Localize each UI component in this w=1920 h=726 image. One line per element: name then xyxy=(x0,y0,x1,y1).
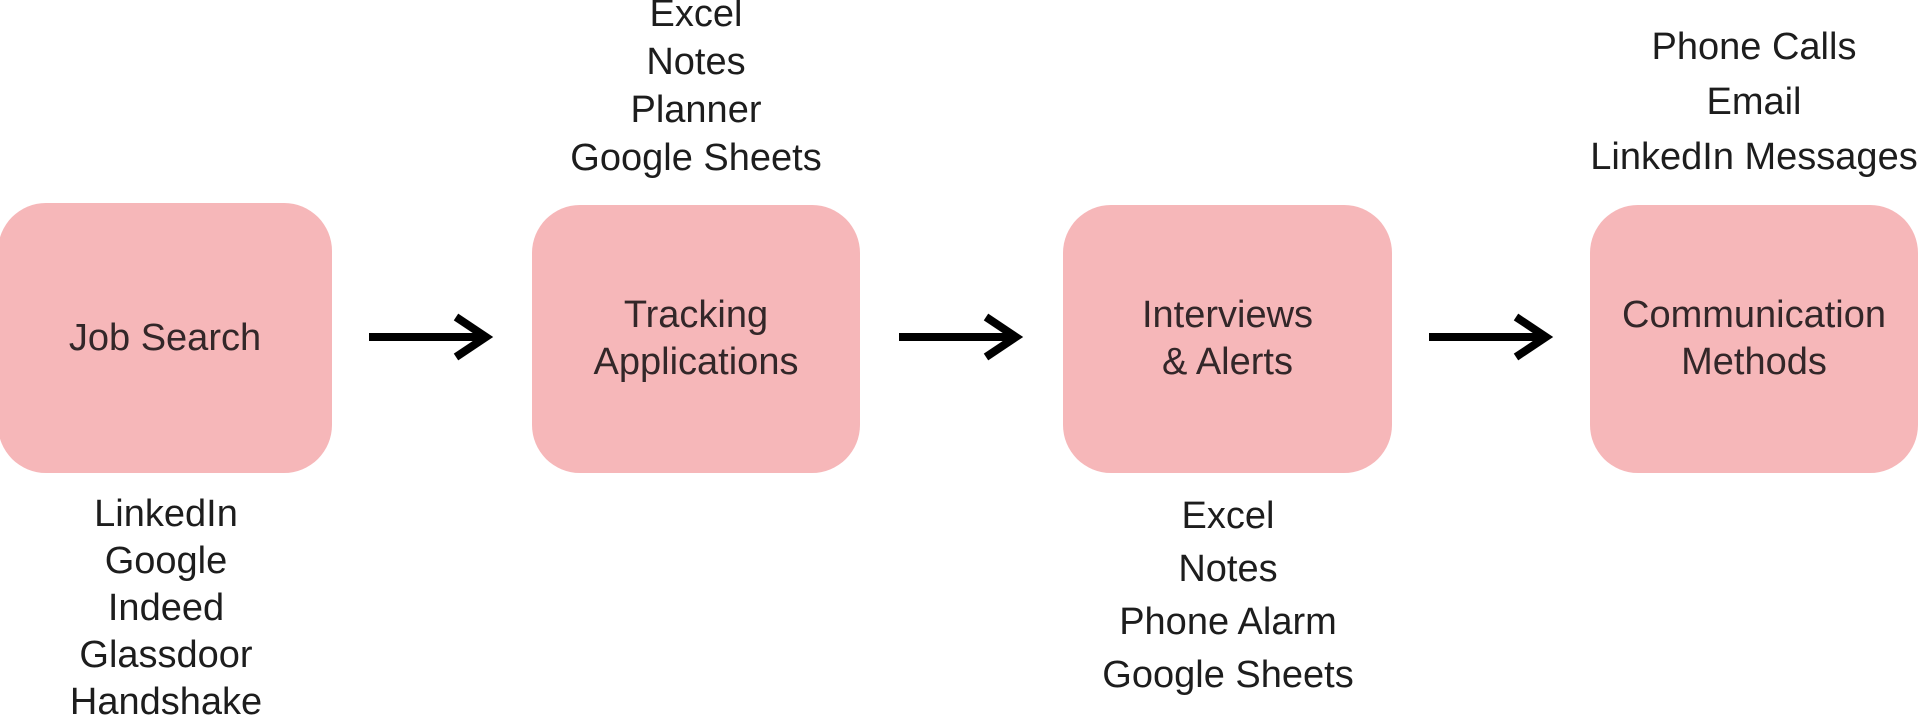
node-communication-methods: Communication Methods xyxy=(1590,205,1918,473)
annotation-item: Excel xyxy=(1181,495,1275,537)
annotation-item: Excel xyxy=(649,0,743,35)
annotation-item: Phone Calls xyxy=(1651,26,1857,68)
annotation-item: LinkedIn Messages xyxy=(1590,136,1918,178)
annotation-item: Email xyxy=(1706,81,1802,123)
node-label-line: Tracking xyxy=(623,294,769,336)
node-tracking-applications: Tracking Applications xyxy=(532,205,860,473)
annotation-item: Google xyxy=(104,540,228,582)
annotation-item: Planner xyxy=(630,89,762,131)
annotation-list-job-search: LinkedIn Google Indeed Glassdoor Handsha… xyxy=(0,491,366,726)
right-arrow-icon xyxy=(1429,313,1554,361)
annotation-item: LinkedIn xyxy=(94,493,238,535)
annotation-item: Phone Alarm xyxy=(1119,601,1337,643)
right-arrow-icon xyxy=(899,313,1024,361)
node-job-search: Job Search xyxy=(0,203,332,473)
annotation-item: Handshake xyxy=(69,681,263,723)
node-label: Job Search xyxy=(68,316,262,359)
annotation-list-communication-methods: Phone Calls Email LinkedIn Messages xyxy=(1534,20,1920,185)
annotation-item: Glassdoor xyxy=(79,634,253,676)
right-arrow-icon xyxy=(369,313,494,361)
annotation-item: Notes xyxy=(646,41,746,83)
annotation-item: Notes xyxy=(1178,548,1278,590)
node-interviews-alerts: Interviews & Alerts xyxy=(1063,205,1392,473)
annotation-item: Google Sheets xyxy=(570,137,822,179)
node-label-line: Applications xyxy=(593,341,799,383)
annotation-item: Indeed xyxy=(107,587,225,629)
node-label-line: Methods xyxy=(1681,341,1827,383)
annotation-item: Google Sheets xyxy=(1102,654,1354,696)
node-label-line: & Alerts xyxy=(1162,341,1293,383)
node-label-line: Communication xyxy=(1622,294,1886,336)
node-label-line: Interviews xyxy=(1141,294,1314,336)
annotation-list-interviews-alerts: Excel Notes Phone Alarm Google Sheets xyxy=(1028,490,1428,702)
annotation-list-tracking-applications: Excel Notes Planner Google Sheets xyxy=(496,0,896,182)
